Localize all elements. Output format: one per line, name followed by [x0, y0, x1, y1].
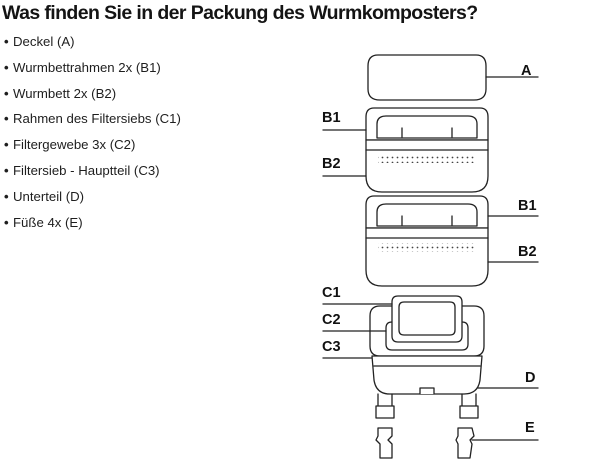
lid-part-a	[367, 54, 539, 101]
label-b1-mid: B1	[518, 198, 537, 214]
bullet: •	[4, 188, 9, 204]
label-c1: C1	[322, 285, 341, 301]
worm-bed-b2-top	[322, 139, 489, 193]
label-b2-top: B2	[322, 156, 341, 172]
parts-list: •Deckel (A) •Wurmbettrahmen 2x (B1) •Wur…	[4, 34, 181, 240]
list-item: •Wurmbett 2x (B2)	[4, 86, 181, 112]
label-e: E	[525, 420, 535, 436]
base-part-d	[371, 355, 539, 419]
feet-part-e	[375, 427, 539, 459]
bullet: •	[4, 137, 9, 153]
bullet: •	[4, 111, 9, 127]
part-label: Filtergewebe 3x (C2)	[13, 137, 136, 153]
label-b1-top: B1	[322, 110, 341, 126]
worm-bed-b2-mid	[365, 227, 539, 287]
part-label: Rahmen des Filtersiebs (C1)	[13, 111, 181, 127]
part-label: Unterteil (D)	[13, 188, 85, 204]
bullet: •	[4, 214, 9, 230]
list-item: •Unterteil (D)	[4, 189, 181, 215]
part-label: Deckel (A)	[13, 34, 75, 49]
worm-bed-frame-b1-top	[322, 107, 489, 141]
list-item: •Wurmbettrahmen 2x (B1)	[4, 60, 181, 86]
list-item: •Filtergewebe 3x (C2)	[4, 137, 181, 163]
label-b2-mid: B2	[518, 244, 537, 260]
bullet: •	[4, 34, 9, 49]
label-c3: C3	[322, 339, 341, 355]
label-c2: C2	[322, 312, 341, 328]
bullet: •	[4, 59, 9, 75]
bullet: •	[4, 85, 9, 101]
list-item: • Deckel (A)	[4, 34, 181, 60]
label-d: D	[525, 370, 536, 386]
list-item: •Rahmen des Filtersiebs (C1)	[4, 111, 181, 137]
part-label: Filtersieb - Hauptteil (C3)	[13, 162, 160, 178]
page-title: Was finden Sie in der Packung des Wurmko…	[2, 2, 478, 24]
part-label: Wurmbett 2x (B2)	[13, 85, 117, 101]
worm-bed-frame-b1-mid	[365, 195, 539, 229]
label-a: A	[521, 63, 532, 79]
list-item: •Filtersieb - Hauptteil (C3)	[4, 163, 181, 189]
filter-frame-c1	[322, 295, 463, 343]
list-item: •Füße 4x (E)	[4, 215, 181, 241]
bullet: •	[4, 162, 9, 178]
part-label: Wurmbettrahmen 2x (B1)	[13, 59, 161, 75]
part-label: Füße 4x (E)	[13, 214, 83, 230]
